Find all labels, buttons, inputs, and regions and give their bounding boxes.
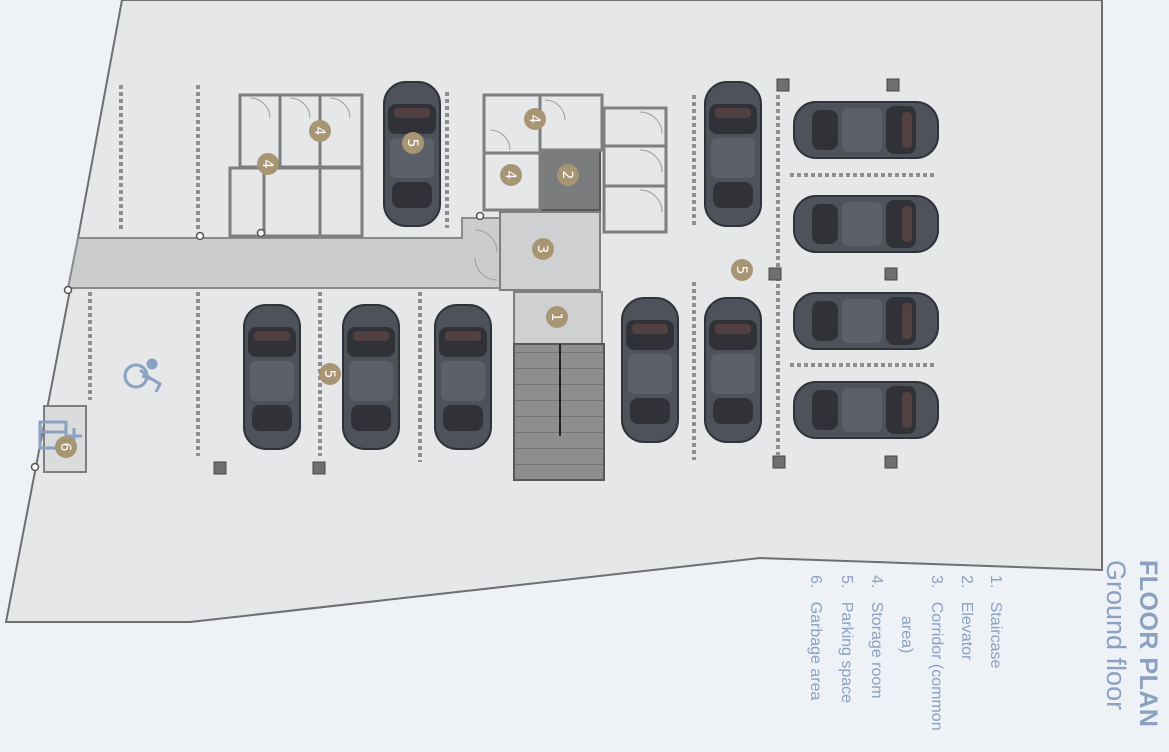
car <box>793 381 939 439</box>
marker-6-label: 6 <box>57 443 73 452</box>
plan-title: FLOOR PLAN <box>1134 560 1162 728</box>
marker-4a-label: 4 <box>311 127 327 136</box>
legend-label: Parking space <box>838 601 855 704</box>
legend-item-3-cont: area) <box>897 616 915 653</box>
marker-1-label: 1 <box>548 313 564 322</box>
car <box>243 304 301 450</box>
legend-label: area) <box>898 616 915 654</box>
legend-label: Corridor (common <box>928 601 945 731</box>
storage-rooms-right <box>482 93 668 234</box>
legend-label: Elevator <box>958 601 975 661</box>
car <box>621 297 679 443</box>
marker-4c: 4 <box>524 108 546 130</box>
legend-num: 3. <box>928 575 945 589</box>
markers: 1 2 3 4 4 4 4 5 5 5 6 <box>55 108 753 458</box>
marker-2: 2 <box>557 164 579 186</box>
bin-icon <box>38 420 82 450</box>
legend-num: 6. <box>807 575 824 589</box>
marker-5c-label: 5 <box>733 266 749 275</box>
legend-label: Storage room <box>868 601 885 699</box>
marker-5b: 5 <box>319 363 341 385</box>
legend-item-4: 4. Storage room <box>867 575 885 699</box>
car <box>342 304 400 450</box>
marker-3: 3 <box>532 238 554 260</box>
legend-num: 2. <box>958 575 975 589</box>
car <box>704 297 762 443</box>
legend-item-1: 1. Staircase <box>986 575 1004 668</box>
marker-1: 1 <box>546 306 568 328</box>
wheelchair-icon <box>123 358 162 393</box>
car <box>704 81 762 227</box>
marker-5c: 5 <box>731 259 753 281</box>
legend-num: 4. <box>868 575 885 589</box>
legend-item-6: 6. Garbage area <box>806 575 824 700</box>
marker-4d-label: 4 <box>502 171 518 180</box>
marker-4c-label: 4 <box>526 115 542 124</box>
car <box>434 304 492 450</box>
marker-4a: 4 <box>309 120 331 142</box>
plan-subtitle: Ground floor <box>1101 560 1131 711</box>
legend-num: 5. <box>838 575 855 589</box>
legend-label: Garbage area <box>807 601 824 701</box>
marker-2-label: 2 <box>559 171 575 180</box>
marker-5a-label: 5 <box>404 139 420 148</box>
legend-item-2: 2. Elevator <box>957 575 975 660</box>
car <box>793 292 939 350</box>
legend-item-5: 5. Parking space <box>837 575 855 703</box>
marker-4b: 4 <box>257 153 279 175</box>
legend-num: 1. <box>987 575 1004 589</box>
marker-4b-label: 4 <box>259 160 275 169</box>
marker-3-label: 3 <box>534 245 550 254</box>
marker-6: 6 <box>55 436 77 458</box>
legend-label: Staircase <box>987 601 1004 669</box>
car <box>793 101 939 159</box>
marker-5b-label: 5 <box>321 370 337 379</box>
legend-item-3: 3. Corridor (common <box>927 575 945 731</box>
marker-4d: 4 <box>500 164 522 186</box>
car <box>793 195 939 253</box>
marker-5a: 5 <box>402 132 424 154</box>
car <box>383 81 441 227</box>
